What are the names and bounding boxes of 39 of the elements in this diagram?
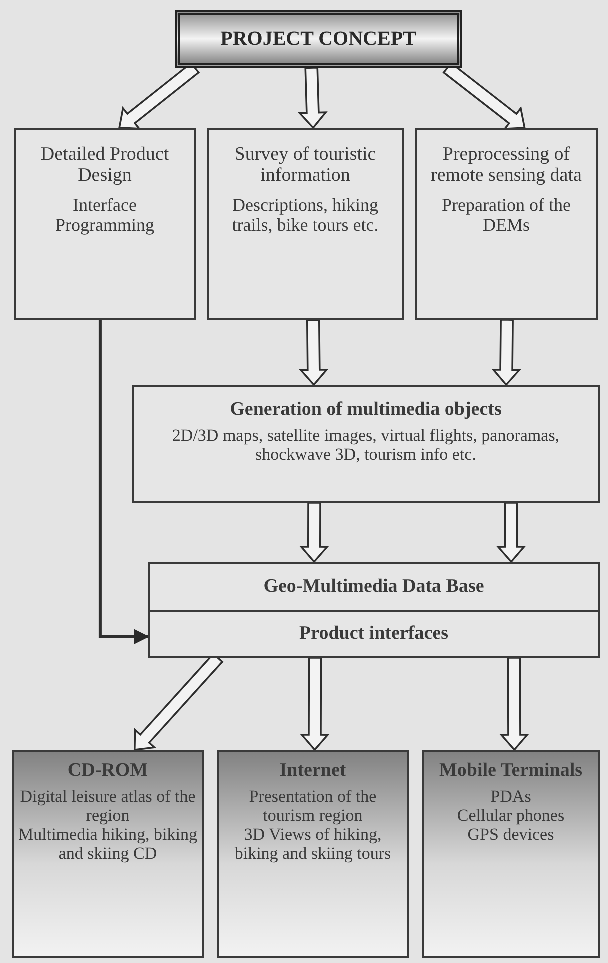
- box-text: Detailed Product Design: [40, 144, 170, 187]
- box-text: 2D/3D maps, satellite images, virtual flights, panoramas, shockwave 3D, tourism info etc.: [171, 426, 561, 464]
- box-heading: Geo-Multimedia Data Base: [264, 576, 484, 598]
- process-box: [132, 385, 600, 503]
- box-text: Multimedia hiking, biking and skiing CD: [18, 825, 198, 864]
- box-text: Digital leisure atlas of the region: [19, 787, 197, 826]
- box-heading: Internet: [280, 760, 346, 782]
- box-text: Preparation of the DEMs: [441, 194, 572, 235]
- output-box: [12, 750, 204, 958]
- box-text: PDAs: [490, 787, 532, 806]
- block-arrow: [492, 319, 522, 386]
- block-arrow: [500, 657, 530, 752]
- database-box: [148, 610, 600, 658]
- output-box: [422, 750, 600, 958]
- box-text: GPS devices: [468, 825, 554, 844]
- database-box: [148, 562, 600, 612]
- box-text: Survey of touristic information: [234, 144, 378, 187]
- process-box: [14, 128, 196, 320]
- box-heading: CD-ROM: [68, 760, 148, 782]
- block-arrow: [298, 66, 328, 130]
- arrow: [98, 320, 150, 644]
- block-arrow: [496, 502, 526, 564]
- box-heading: Mobile Terminals: [439, 760, 583, 782]
- process-box: [207, 128, 404, 320]
- box-text: Cellular phones: [457, 806, 565, 826]
- box-text: 3D Views of hiking, biking and skiing tours: [234, 825, 392, 864]
- output-box: [217, 750, 409, 958]
- block-arrow: [300, 657, 330, 752]
- process-box: [415, 128, 598, 320]
- box-text: Presentation of the tourism region: [248, 787, 378, 826]
- box-heading: Product interfaces: [300, 623, 448, 645]
- box-heading: Generation of multimedia objects: [230, 399, 502, 420]
- block-arrow: [298, 319, 329, 386]
- box-text: Descriptions, hiking trails, bike tours etc.: [231, 194, 380, 235]
- block-arrow: [299, 502, 330, 564]
- box-text: Preprocessing of remote sensing data: [430, 144, 583, 187]
- title-box: [175, 10, 462, 68]
- box-heading: PROJECT CONCEPT: [220, 28, 416, 50]
- box-text: Interface Programming: [54, 194, 156, 235]
